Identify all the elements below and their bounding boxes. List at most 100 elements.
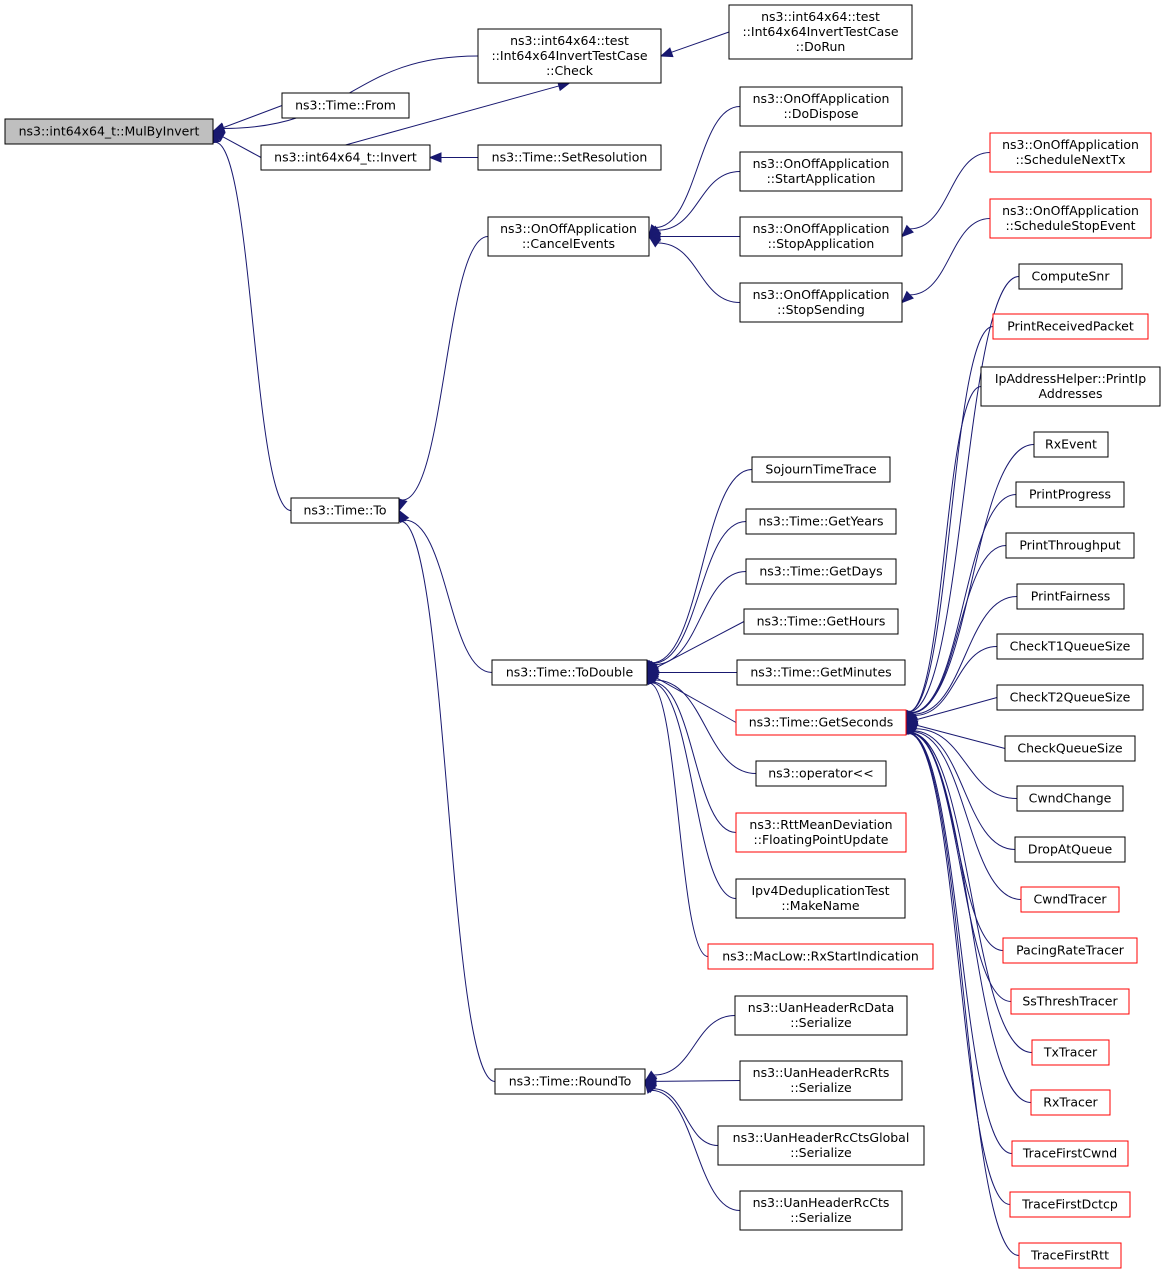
node-getminutes[interactable]: ns3::Time::GetMinutes — [736, 659, 906, 686]
node-box — [1030, 1089, 1111, 1116]
edge-tracecwnd-to-getseconds — [908, 732, 1013, 1154]
node-sojourn[interactable]: SojournTimeTrace — [751, 456, 891, 483]
node-cwndtracer[interactable]: CwndTracer — [1020, 886, 1120, 913]
edge-uandata-to-roundto — [653, 1015, 736, 1076]
node-rxtracer[interactable]: RxTracer — [1030, 1089, 1111, 1116]
node-stopapp[interactable]: ns3::OnOffApplication::StopApplication — [739, 216, 903, 257]
node-timeto[interactable]: ns3::Time::To — [290, 497, 400, 524]
node-startapp[interactable]: ns3::OnOffApplication::StartApplication — [739, 151, 903, 192]
edge-todouble-to-timeto — [404, 519, 493, 673]
node-label: SojournTimeTrace — [765, 462, 877, 477]
node-txtracer[interactable]: TxTracer — [1031, 1039, 1110, 1066]
node-label: PrintFairness — [1031, 589, 1111, 604]
node-uanrts[interactable]: ns3::UanHeaderRcRts::Serialize — [739, 1060, 903, 1101]
node-label: ns3::OnOffApplication — [1002, 203, 1139, 218]
node-getdays[interactable]: ns3::Time::GetDays — [745, 558, 897, 585]
node-box — [1004, 735, 1136, 762]
edge-startapp-to-cancelevents — [657, 171, 741, 231]
node-box — [1016, 785, 1124, 812]
node-box — [494, 1068, 646, 1095]
edge-computesnr-to-getseconds — [908, 276, 1020, 713]
node-label: ns3::OnOffApplication — [500, 221, 637, 236]
edge-stopsending-to-cancelevents — [657, 242, 741, 303]
node-tracecwnd[interactable]: TraceFirstCwnd — [1011, 1140, 1129, 1167]
node-label: RxEvent — [1045, 437, 1097, 452]
edge-invert-to-check — [345, 85, 560, 146]
node-box — [989, 132, 1152, 173]
node-todouble[interactable]: ns3::Time::ToDouble — [491, 659, 648, 686]
node-box — [260, 144, 431, 171]
node-getseconds[interactable]: ns3::Time::GetSeconds — [735, 709, 907, 736]
node-box — [1002, 937, 1138, 964]
node-box — [745, 508, 897, 535]
edge-printthroughput-to-getseconds — [911, 545, 1007, 714]
node-printthroughput[interactable]: PrintThroughput — [1005, 532, 1135, 559]
node-label: ::StartApplication — [767, 171, 876, 186]
edge-printfairness-to-getseconds — [913, 596, 1018, 715]
node-label: PrintReceivedPacket — [1007, 319, 1134, 334]
edge-check-to-mulbyinvert — [223, 55, 479, 129]
node-rxevent[interactable]: RxEvent — [1033, 431, 1109, 458]
node-dorun[interactable]: ns3::int64x64::test::Int64x64InvertTestC… — [728, 4, 913, 60]
edge-rttmean-to-todouble — [652, 681, 737, 833]
edge-checkqueue-to-getseconds — [916, 724, 1006, 749]
node-label: CheckT1QueueSize — [1010, 639, 1131, 654]
node-gethours[interactable]: ns3::Time::GetHours — [743, 608, 899, 635]
node-label: ns3::operator<< — [768, 766, 874, 781]
node-label: TraceFirstDctcp — [1021, 1197, 1118, 1212]
node-box — [290, 497, 400, 524]
node-mulbyinvert[interactable]: ns3::int64x64_t::MulByInvert — [4, 118, 214, 145]
node-checkt1[interactable]: CheckT1QueueSize — [996, 633, 1144, 660]
node-cancelevents[interactable]: ns3::OnOffApplication::CancelEvents — [487, 216, 650, 257]
node-printfairness[interactable]: PrintFairness — [1016, 583, 1125, 610]
edge-dodispose-to-cancelevents — [655, 106, 741, 228]
node-stopsending[interactable]: ns3::OnOffApplication::StopSending — [739, 282, 903, 323]
node-label: ns3::OnOffApplication — [753, 156, 890, 171]
node-schednexttx[interactable]: ns3::OnOffApplication::ScheduleNextTx — [989, 132, 1152, 173]
node-getyears[interactable]: ns3::Time::GetYears — [745, 508, 897, 535]
node-label: CwndTracer — [1033, 892, 1107, 907]
edge-gethours-to-todouble — [656, 621, 745, 668]
node-cwndchange[interactable]: CwndChange — [1016, 785, 1124, 812]
node-schedstopevent[interactable]: ns3::OnOffApplication::ScheduleStopEvent — [989, 198, 1152, 239]
node-checkt2[interactable]: CheckT2QueueSize — [996, 684, 1144, 711]
node-box — [1016, 583, 1125, 610]
node-uandata[interactable]: ns3::UanHeaderRcData::Serialize — [734, 995, 908, 1036]
node-invert[interactable]: ns3::int64x64_t::Invert — [260, 144, 431, 171]
node-printrecv[interactable]: PrintReceivedPacket — [992, 313, 1149, 340]
node-uanctsglobal[interactable]: ns3::UanHeaderRcCtsGlobal::Serialize — [717, 1125, 925, 1166]
node-printprogress[interactable]: PrintProgress — [1015, 481, 1125, 508]
node-dodispose[interactable]: ns3::OnOffApplication::DoDispose — [739, 86, 903, 127]
node-roundto[interactable]: ns3::Time::RoundTo — [494, 1068, 646, 1095]
node-box — [989, 198, 1152, 239]
node-box — [739, 151, 903, 192]
edge-schedstopevent-to-stopsending — [909, 218, 991, 296]
node-box — [735, 812, 907, 853]
node-ssthresh[interactable]: SsThreshTracer — [1010, 988, 1130, 1015]
node-from[interactable]: ns3::Time::From — [281, 92, 410, 119]
edge-ipaddrhelper-to-getseconds — [908, 386, 982, 713]
edge-oplshift-to-todouble — [655, 679, 757, 774]
edge-getdays-to-todouble — [654, 571, 747, 666]
edge-checkt1-to-getseconds — [914, 646, 998, 716]
node-checkqueue[interactable]: CheckQueueSize — [1004, 735, 1136, 762]
node-label: ::Serialize — [790, 1080, 852, 1095]
node-ipv4dedup[interactable]: Ipv4DeduplicationTest::MakeName — [735, 878, 906, 919]
edge-rxtracer-to-getseconds — [909, 732, 1032, 1103]
node-setresolution[interactable]: ns3::Time::SetResolution — [477, 144, 662, 171]
node-check[interactable]: ns3::int64x64::test::Int64x64InvertTestC… — [477, 28, 662, 84]
node-uancts[interactable]: ns3::UanHeaderRcCts::Serialize — [739, 1190, 903, 1231]
node-label: ns3::UanHeaderRcCtsGlobal — [733, 1130, 910, 1145]
node-rttmean[interactable]: ns3::RttMeanDeviation::FloatingPointUpda… — [735, 812, 907, 853]
node-maclow[interactable]: ns3::MacLow::RxStartIndication — [707, 943, 934, 970]
node-oplshift[interactable]: ns3::operator<< — [755, 760, 887, 787]
node-label: PacingRateTracer — [1016, 943, 1125, 958]
node-label: DropAtQueue — [1028, 842, 1113, 857]
node-pacingrate[interactable]: PacingRateTracer — [1002, 937, 1138, 964]
node-computesnr[interactable]: ComputeSnr — [1018, 263, 1123, 290]
node-tracedctcp[interactable]: TraceFirstDctcp — [1009, 1191, 1131, 1218]
node-dropatqueue[interactable]: DropAtQueue — [1014, 836, 1126, 863]
arrowhead-setresolution-to-invert — [428, 152, 442, 163]
node-tracertt[interactable]: TraceFirstRtt — [1018, 1242, 1122, 1269]
